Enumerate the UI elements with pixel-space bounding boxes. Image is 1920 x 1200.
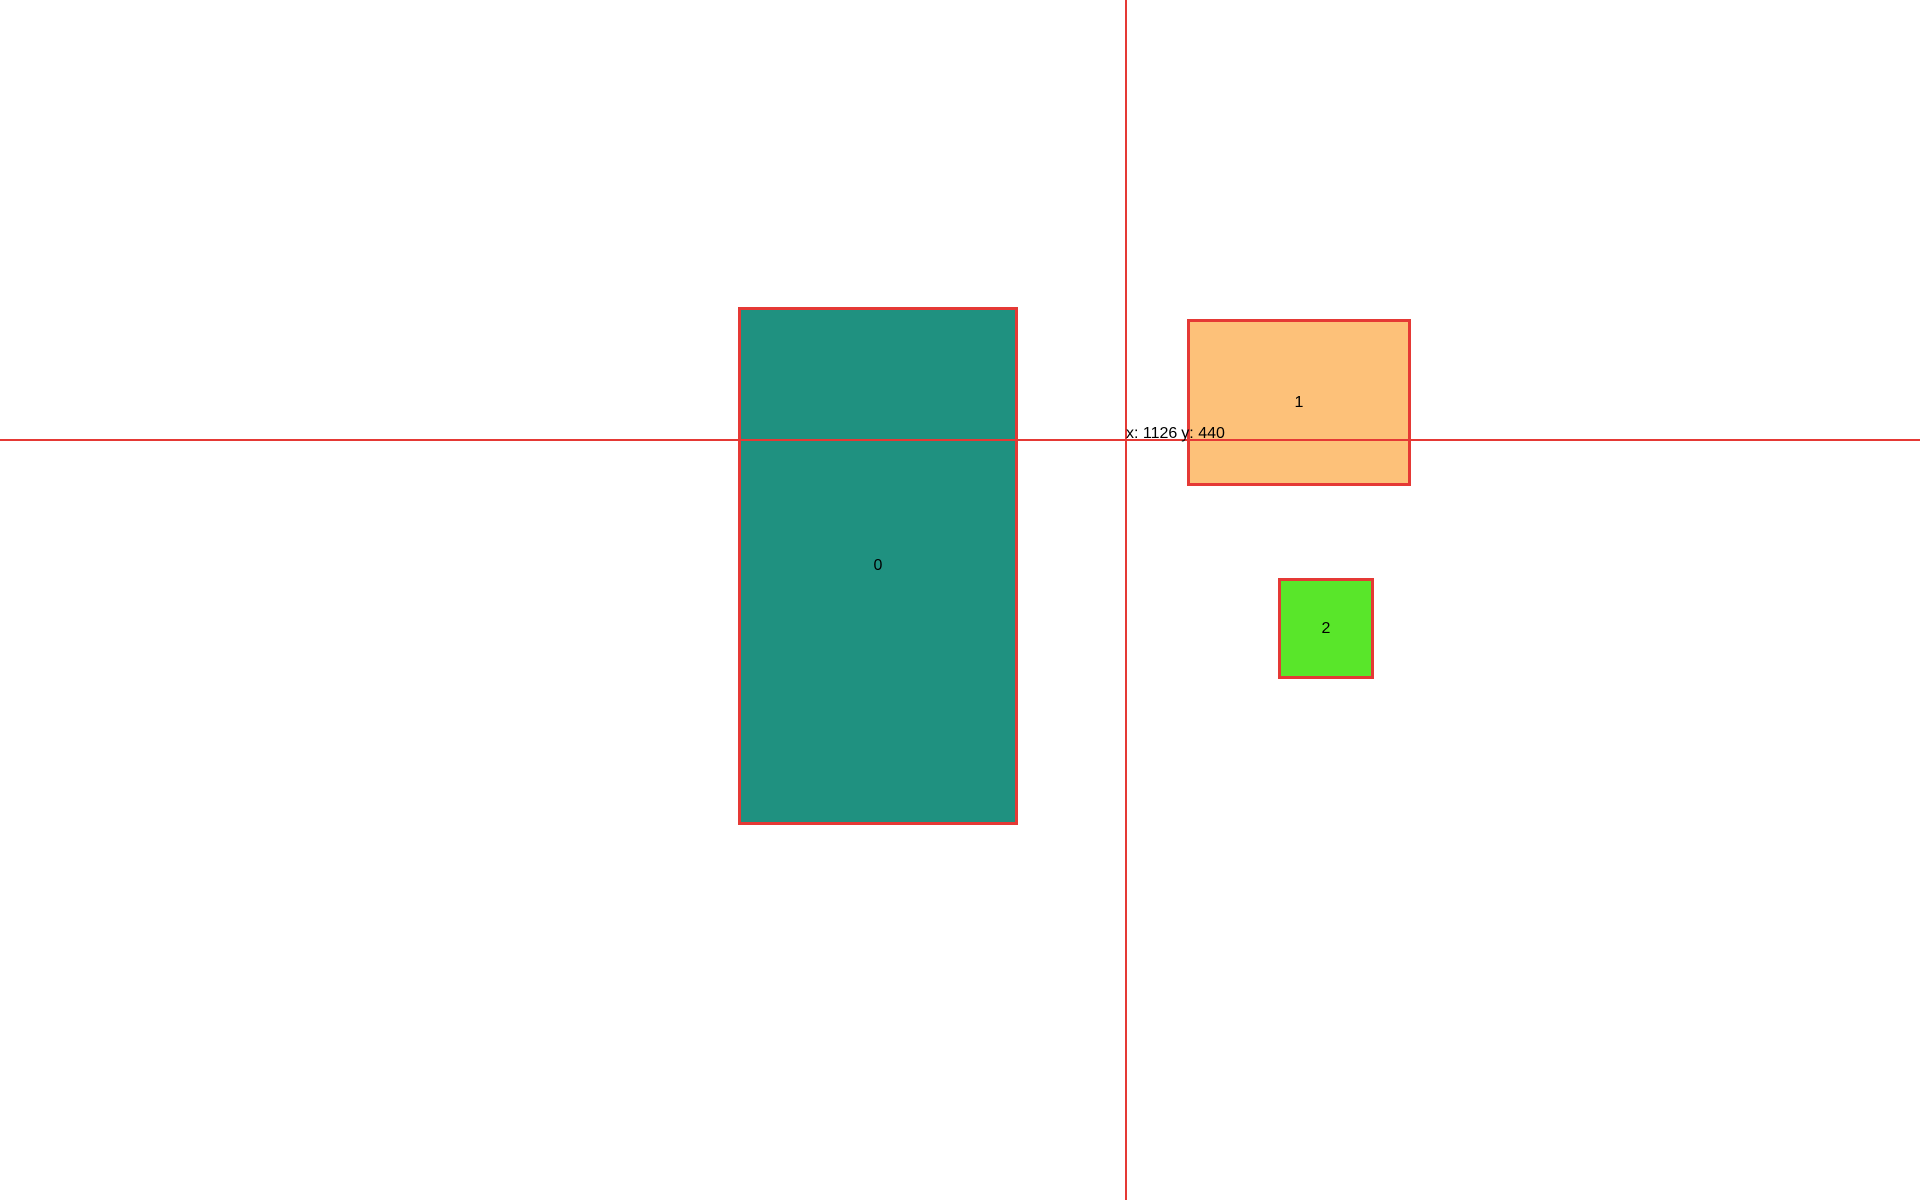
crosshair-vertical-line bbox=[1125, 0, 1127, 1200]
crosshair-horizontal-line bbox=[0, 439, 1920, 441]
cursor-y-text: y: 440 bbox=[1181, 425, 1225, 442]
box-0[interactable]: 0 bbox=[738, 307, 1018, 825]
cursor-x-text: x: 1126 bbox=[1126, 425, 1178, 442]
box-2[interactable]: 2 bbox=[1278, 578, 1374, 679]
box-1-label: 1 bbox=[1294, 393, 1304, 411]
box-2-label: 2 bbox=[1321, 619, 1331, 637]
box-1[interactable]: 1 bbox=[1187, 319, 1411, 486]
box-0-label: 0 bbox=[873, 557, 883, 574]
